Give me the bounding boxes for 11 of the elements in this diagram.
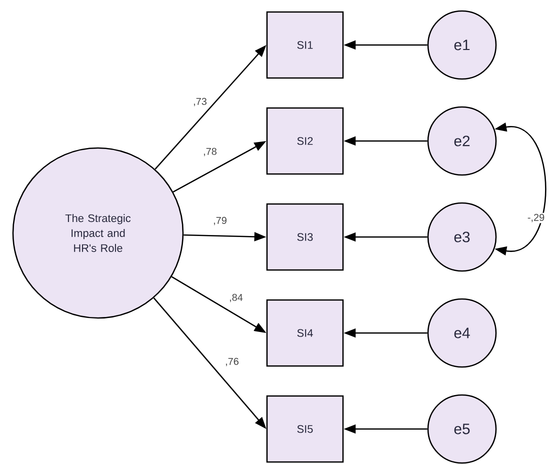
edge-label: ,84: [228, 292, 244, 304]
edge-label: ,76: [224, 356, 240, 368]
observed-variable-box: SI5: [266, 395, 344, 463]
observed-variable-box: SI4: [266, 299, 344, 367]
edge-label: ,79: [212, 216, 228, 226]
observed-variable-box: SI2: [266, 107, 344, 175]
edge-label: ,78: [202, 146, 218, 158]
edge-label: -,29: [526, 212, 546, 224]
observed-variable-box: SI3: [266, 203, 344, 271]
edge-label: ,73: [192, 96, 208, 108]
observed-variable-box: SI1: [266, 11, 344, 79]
